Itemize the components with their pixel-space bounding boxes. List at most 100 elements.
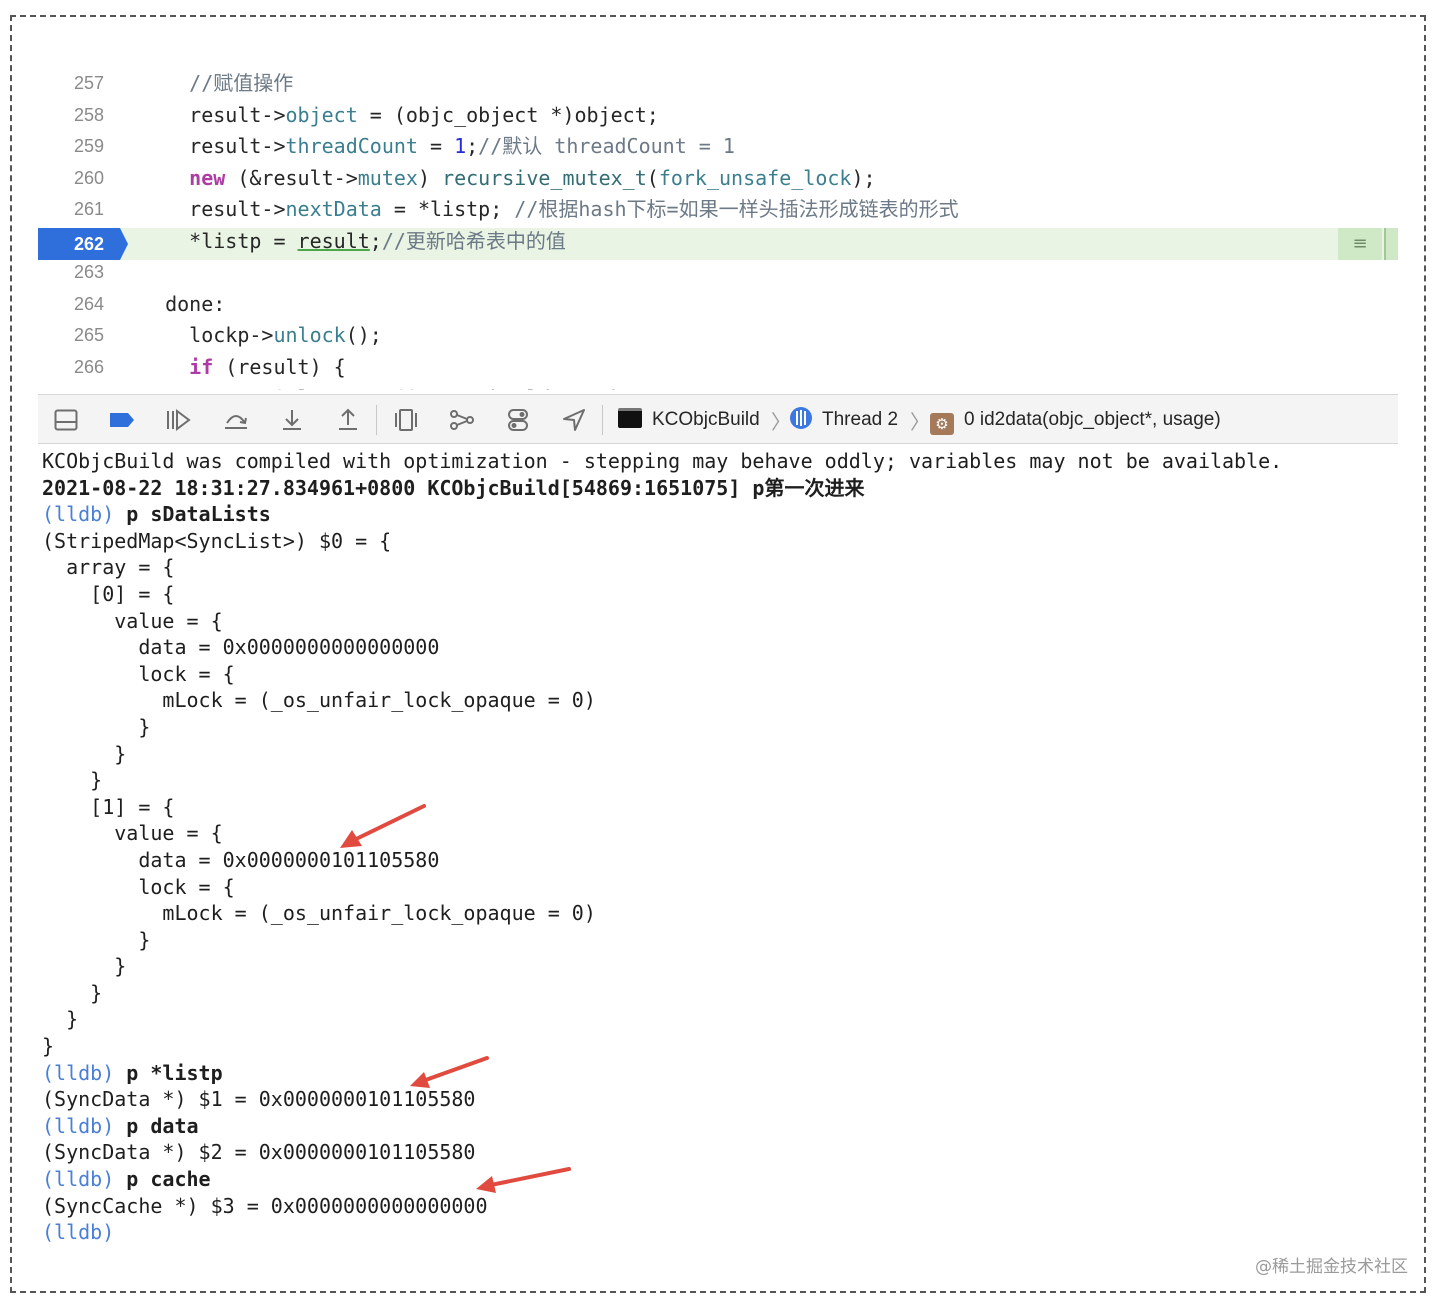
terminal-app-icon	[618, 408, 642, 428]
code-text: result->object = (objc_object *)object;	[141, 100, 659, 131]
debug-toolbar: KCObjcBuild 〉 Thread 2 〉 ⚙0 id2data(objc…	[38, 394, 1398, 444]
lldb-prompt: (lldb)	[42, 1060, 115, 1085]
console-output-line: value = {	[42, 820, 1412, 847]
current-line-marker[interactable]: 262	[38, 228, 128, 260]
console-text: p sDataLists	[114, 502, 271, 527]
code-token: lockp->	[141, 323, 274, 347]
breakpoints-toggle-icon[interactable]	[108, 407, 136, 433]
console-text: (SyncData *) $1 = 0x0000000101105580	[42, 1087, 476, 1112]
code-line: 258 result->object = (objc_object *)obje…	[38, 100, 1398, 131]
console-output-line: mLock = (_os_unfair_lock_opaque = 0)	[42, 687, 1412, 714]
code-token: mutex	[357, 165, 418, 190]
console-output-line: mLock = (_os_unfair_lock_opaque = 0)	[42, 900, 1412, 927]
code-line: 263	[38, 257, 1398, 288]
frame-name: 0 id2data(objc_object*, usage)	[964, 409, 1221, 430]
line-number: 258	[73, 104, 104, 125]
simulate-location-icon[interactable]	[560, 407, 588, 433]
console-output-line: (SyncData *) $1 = 0x0000000101105580	[42, 1086, 1412, 1113]
lldb-prompt: (lldb)	[42, 502, 115, 527]
console-text: p *listp	[114, 1060, 223, 1085]
console-output-line: [0] = {	[42, 581, 1412, 608]
code-token: new	[189, 165, 226, 190]
view-hierarchy-icon[interactable]	[392, 407, 420, 433]
code-line: 257 //赋值操作	[38, 68, 1398, 99]
code-token: recursive_mutex_t	[442, 165, 647, 190]
lldb-prompt: (lldb)	[42, 1220, 115, 1245]
console-output-line: [1] = {	[42, 794, 1412, 821]
lldb-prompt: (lldb)	[42, 1167, 115, 1192]
code-line: 260 new (&result->mutex) recursive_mutex…	[38, 163, 1398, 194]
code-token	[141, 71, 189, 95]
toolbar-separator	[376, 405, 377, 435]
current-line-highlight	[38, 228, 1398, 260]
hide-debug-area-icon[interactable]	[52, 407, 80, 433]
console-text: [1] = {	[42, 794, 175, 819]
code-text: result->nextData = *listp; //根据hash下标=如果…	[141, 194, 958, 225]
line-number: 259	[73, 136, 104, 156]
code-token: *listp =	[141, 228, 298, 253]
console-output-line: (SyncData *) $2 = 0x0000000101105580	[42, 1139, 1412, 1166]
hamburger-icon[interactable]: ≡	[1338, 228, 1382, 260]
step-over-icon[interactable]	[222, 407, 250, 433]
code-token: (&result->	[225, 165, 358, 190]
code-token: )	[417, 165, 443, 190]
console-output-line: (StripedMap<SyncList>) $0 = {	[42, 528, 1412, 555]
code-text: //赋值操作	[141, 68, 293, 99]
console-text: value = {	[42, 608, 223, 633]
line-number: 267	[38, 383, 104, 390]
console-output-line: }	[42, 714, 1412, 741]
console-text: KCObjcBuild was compiled with optimizati…	[42, 449, 1283, 473]
console-output-line: lock = {	[42, 661, 1412, 688]
code-token: done:	[141, 291, 226, 316]
code-line: 264 done:	[38, 289, 1398, 320]
console-text: data = 0x0000000101105580	[42, 847, 440, 872]
code-text: new (&result->mutex) recursive_mutex_t(f…	[141, 163, 875, 194]
code-token: // Only new ACQUIRE should get here.	[237, 386, 670, 390]
code-token: result->	[141, 197, 286, 221]
code-token: = (objc_object *)object;	[357, 102, 659, 127]
code-line: 265 lockp->unlock();	[38, 320, 1398, 351]
code-text: *listp = result;//更新哈希表中的值	[141, 226, 566, 257]
environment-overrides-icon[interactable]	[504, 407, 532, 433]
code-token: ;	[466, 134, 479, 158]
step-into-icon[interactable]	[278, 407, 306, 433]
console-text: data = 0x0000000000000000	[42, 635, 440, 660]
toolbar-separator	[602, 405, 603, 435]
code-token	[141, 386, 237, 390]
code-token: //赋值操作	[189, 71, 294, 95]
memory-graph-icon[interactable]	[448, 407, 476, 433]
chevron-right-icon: 〉	[771, 410, 791, 434]
console-text: }	[42, 714, 151, 739]
thread-name: Thread 2	[822, 409, 899, 430]
console-output-line: array = {	[42, 554, 1412, 581]
console-output-line: }	[42, 953, 1412, 980]
process-name: KCObjcBuild	[652, 409, 760, 430]
breadcrumb-thread[interactable]: Thread 2	[790, 407, 898, 433]
breadcrumb-frame[interactable]: ⚙ 0 id2data(objc_object*, usage)	[930, 407, 1221, 435]
code-token: nextData	[285, 197, 382, 221]
thread-icon	[790, 407, 812, 429]
code-token: 1	[454, 134, 467, 158]
watermark: @稀土掘金技术社区	[1255, 1257, 1408, 1277]
current-line-number: 262	[73, 234, 104, 254]
code-token: //默认 threadCount = 1	[478, 134, 735, 158]
console-text: }	[42, 980, 103, 1005]
console-output-line: }	[42, 741, 1412, 768]
code-token	[141, 166, 189, 190]
line-number: 257	[73, 73, 104, 93]
console-output-line: }	[42, 927, 1412, 954]
debug-console[interactable]: KCObjcBuild was compiled with optimizati…	[42, 448, 1412, 1246]
code-text: done:	[141, 289, 225, 320]
stack-frame-gear-icon: ⚙	[930, 413, 954, 435]
screenshot-border	[10, 15, 1426, 1293]
breadcrumb-process[interactable]: KCObjcBuild	[618, 407, 760, 433]
console-text: }	[42, 741, 127, 766]
continue-icon[interactable]	[164, 407, 192, 433]
code-token: unlock	[273, 323, 346, 347]
console-output-line: }	[42, 980, 1412, 1007]
step-out-icon[interactable]	[334, 407, 362, 433]
console-command-line: (lldb) p *listp	[42, 1060, 1412, 1087]
code-token: =	[417, 134, 455, 158]
code-text: result->threadCount = 1;//默认 threadCount…	[141, 131, 735, 162]
